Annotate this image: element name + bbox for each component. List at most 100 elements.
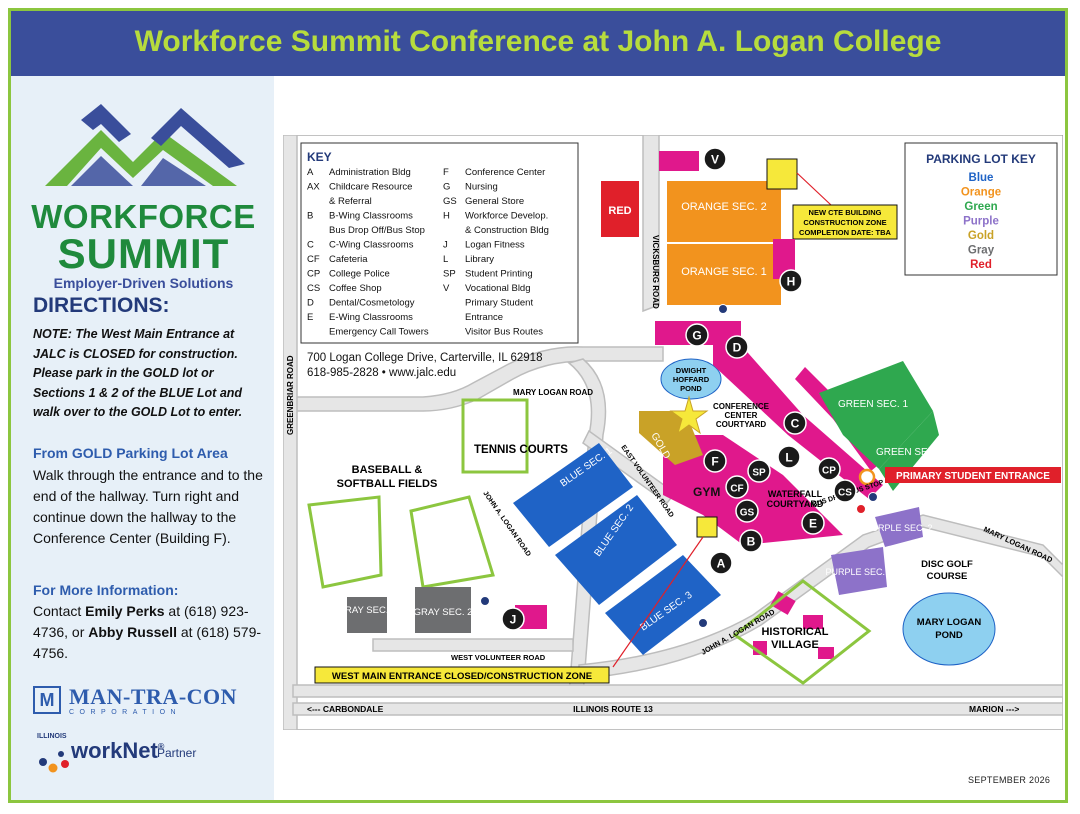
vicksburg-road-label: VICKSBURG ROAD [651,235,660,309]
primary-entrance-marker-icon [858,468,876,486]
key-label: Nursing [465,182,498,193]
key-label: Emergency Call Towers [329,327,429,338]
route-13-north-lane [292,684,1064,698]
building-h-marker[interactable]: H [779,269,803,293]
gray-sec-2-lot [415,587,471,633]
green-sec-2-label: GREEN SEC. 2 [876,447,946,458]
logo-tagline: Employer-Driven Solutions [53,275,234,291]
primary-entrance-label: PRIMARY STUDENT ENTRANCE [896,471,1050,482]
mantracon-name: MAN-TRA-CON [69,684,238,709]
cte-pointer-line [796,172,832,206]
building-a-marker[interactable]: A [709,551,733,575]
emergency-call-towers [480,304,878,628]
west-construction-zone [696,516,718,538]
key-code: A [307,167,314,178]
disc-golf-label-1: DISC GOLF [921,559,973,570]
building-marker-label: CS [838,488,852,499]
key-label: Vocational Bldg [465,283,531,294]
parking-key-item: Green [964,201,997,213]
building-b-marker[interactable]: B [739,529,763,553]
cc-courtyard-2: CENTER [725,411,758,420]
building-marker-circle [783,411,807,435]
greenbriar-road-label: GREENBRIAR ROAD [286,355,295,435]
purple-sec-2-label: PURPLE SEC. 2 [865,523,932,533]
parking-lot-key: PARKING LOT KEY BlueOrangeGreenPurpleGol… [904,142,1058,276]
building-marker-label: CF [730,484,743,495]
building-cs-marker[interactable]: CS [833,479,857,503]
parking-key-item: Gold [968,230,994,242]
key-title: KEY [307,150,332,164]
key-label: Bus Drop Off/Bus Stop [329,225,425,236]
building-marker-label: D [733,341,742,355]
pond-label-1: DWIGHT [676,366,707,375]
worknet-illinois: ILLINOIS [37,733,67,740]
parking-key-item: Gray [968,245,995,257]
baseball-label-1: BASEBALL & [352,464,423,476]
key-code: D [307,298,314,309]
gray-sec-2-label: GRAY SEC. 2 [414,607,473,618]
building-l-marker[interactable]: L [777,445,801,469]
parking-key-item: Red [970,259,992,271]
worknet-registered: ® [157,741,165,752]
worknet-word: workNet [71,738,158,763]
building-marker-circle [777,445,801,469]
key-label: & Referral [329,196,372,207]
building-f-marker[interactable]: F [703,449,727,473]
building-marker-circle [685,323,709,347]
key-label: Childcare Resource [329,182,412,193]
waterfall-label-2: COURTYARD [767,499,824,509]
key-code: J [443,240,448,251]
building-marker-circle [801,511,825,535]
building-sp-marker[interactable]: SP [747,459,771,483]
key-label: Primary Student [465,298,533,309]
tennis-label: TENNIS COURTS [474,444,568,456]
building-marker-circle [501,607,525,631]
building-marker-circle [817,457,841,481]
building-marker-label: J [510,613,517,627]
cc-courtyard-3: COURTYARD [716,420,767,429]
mountain-logo-icon [45,104,245,186]
building-c-marker[interactable]: C [783,411,807,435]
building-e-marker[interactable]: E [801,511,825,535]
college-contact: 618-985-2828 • www.jalc.edu [307,367,456,379]
key-label: C-Wing Classrooms [329,240,414,251]
building-v-marker[interactable]: V [703,147,727,171]
green-sec-1-lot [819,361,933,469]
key-code: L [443,254,448,265]
pond-label-2: HOFFARD [673,375,710,384]
building-g-marker[interactable]: G [685,323,709,347]
west-closed-callout [314,666,610,684]
key-label: & Construction Bldg [465,225,549,236]
building-d-marker[interactable]: D [725,335,749,359]
historical-village-area [732,579,872,685]
contact-name-1: Emily Perks [85,603,165,619]
building-gs-marker[interactable]: GS [735,499,759,523]
orange-sec-2-label: ORANGE SEC. 2 [681,201,767,213]
historical-village-label-2: VILLAGE [771,639,819,651]
conference-star-icon [669,395,709,435]
building-marker-label: A [717,557,726,571]
key-label: Coffee Shop [329,283,382,294]
orange-lots: ORANGE SEC. 2 ORANGE SEC. 1 [667,181,781,305]
gold-lot-heading: From GOLD Parking Lot Area [33,445,228,461]
primary-entrance-callout [885,467,1061,483]
key-code: CS [307,283,320,294]
more-info-heading: For More Information: [33,582,179,598]
building-marker-circle [779,269,803,293]
mantracon-m-icon: M [33,686,61,714]
key-label: General Store [465,196,524,207]
worknet-partner: Partner [157,746,197,760]
cte-construction-zone [766,158,798,190]
baseball-label-2: SOFTBALL FIELDS [337,478,438,490]
key-code: G [443,182,450,193]
building-cp-marker[interactable]: CP [817,457,841,481]
key-label: Entrance [465,312,503,323]
building-j-marker[interactable]: J [501,607,525,631]
building-cf-marker[interactable]: CF [725,475,749,499]
building-marker-label: H [787,275,796,289]
info-post: at (618) 579-4756. [33,624,262,661]
key-label: Cafeteria [329,254,368,265]
softball-field [307,495,383,589]
key-code: H [443,211,450,222]
